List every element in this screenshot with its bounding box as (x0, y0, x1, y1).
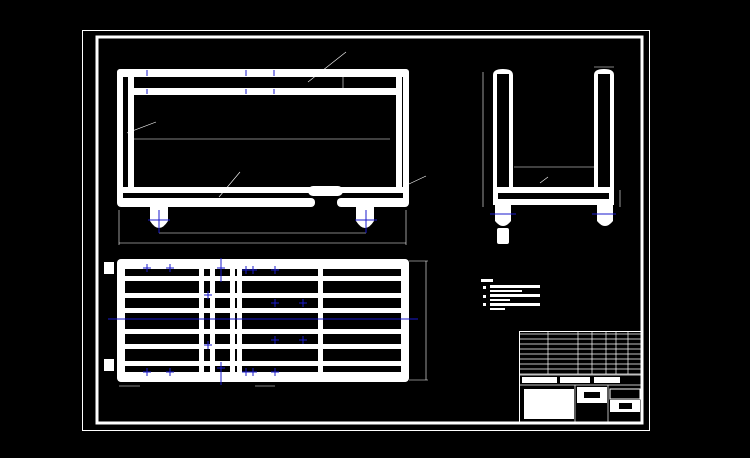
top-view-hole-marks (143, 264, 307, 376)
title-block (519, 331, 642, 423)
side-view-lines (482, 66, 621, 207)
side-view (493, 69, 614, 244)
front-view-centerlines (146, 70, 377, 233)
sheet-outer-border (82, 30, 650, 431)
front-view-lines (118, 51, 427, 245)
technical-notes (481, 279, 540, 310)
front-view (117, 69, 409, 228)
top-view (104, 259, 409, 382)
sheet-inner-border (95, 35, 644, 425)
top-view-lines (119, 260, 428, 387)
